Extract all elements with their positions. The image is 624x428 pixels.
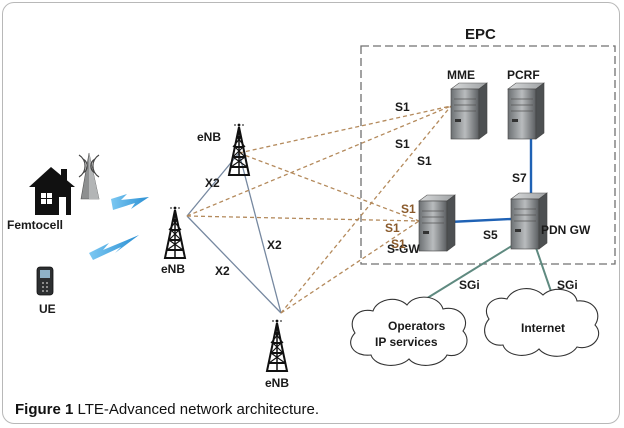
figure-period: .	[314, 401, 320, 418]
sgi-label-b: SGi	[557, 278, 578, 292]
enb-bottom-tower-icon	[266, 318, 288, 372]
s1-links	[186, 105, 452, 314]
s1-label-a: S1	[395, 100, 410, 114]
cloud-operators-ip-services	[350, 296, 468, 366]
x2-label-b: X2	[267, 238, 282, 252]
mme-server-icon	[450, 82, 488, 140]
s1-label-f: S1	[391, 237, 406, 251]
femtocell-house-icon	[29, 167, 75, 215]
enb-top-tower-icon	[228, 122, 250, 176]
femtocell-label: Femtocell	[7, 218, 63, 232]
wireless-bolt-ue-icon	[89, 235, 139, 260]
mme-label: MME	[447, 68, 475, 82]
s1-label-c: S1	[417, 154, 432, 168]
enb-top-label: eNB	[197, 130, 221, 144]
pdngw-server-icon	[510, 192, 548, 250]
figure-number: Figure 1	[15, 401, 74, 418]
s7-label: S7	[512, 171, 527, 185]
figure-frame: EPC Operators IP services Internet MME P…	[2, 2, 620, 424]
network-diagram: EPC Operators IP services Internet MME P…	[7, 26, 616, 390]
x2-links	[186, 152, 282, 314]
s1-label-b: S1	[395, 137, 410, 151]
s1-label-d: S1	[401, 202, 416, 216]
pcrf-server-icon	[507, 82, 545, 140]
x2-label-c: X2	[215, 264, 230, 278]
enb-bottom-label: eNB	[265, 376, 289, 390]
x2-label-a: X2	[205, 176, 220, 190]
cloud-ops-line1: Operators	[388, 319, 446, 333]
epc-title: EPC	[465, 26, 496, 43]
enb-mid-tower-icon	[164, 205, 186, 259]
sgw-server-icon	[418, 194, 456, 252]
ue-label: UE	[39, 302, 56, 316]
cloud-internet	[484, 288, 600, 357]
femtocell-antenna-icon	[78, 152, 100, 200]
epc-region	[360, 45, 616, 265]
figure-title: LTE-Advanced network architecture	[73, 401, 315, 418]
wireless-bolt-femtocell-icon	[111, 194, 149, 210]
cloud-ops-line2: IP services	[375, 335, 438, 349]
s5-link	[448, 217, 512, 224]
s5-label: S5	[483, 228, 498, 242]
ue-phone-icon	[36, 266, 54, 296]
sgi-label-a: SGi	[459, 278, 480, 292]
cloud-internet-label: Internet	[521, 321, 565, 335]
sgw-label: S-GW	[387, 242, 420, 256]
s1-label-e: S1	[385, 221, 400, 235]
enb-mid-label: eNB	[161, 262, 185, 276]
pdngw-label: PDN GW	[541, 223, 591, 237]
pcrf-label: PCRF	[507, 68, 540, 82]
figure-caption: Figure 1 LTE-Advanced network architectu…	[15, 401, 319, 418]
